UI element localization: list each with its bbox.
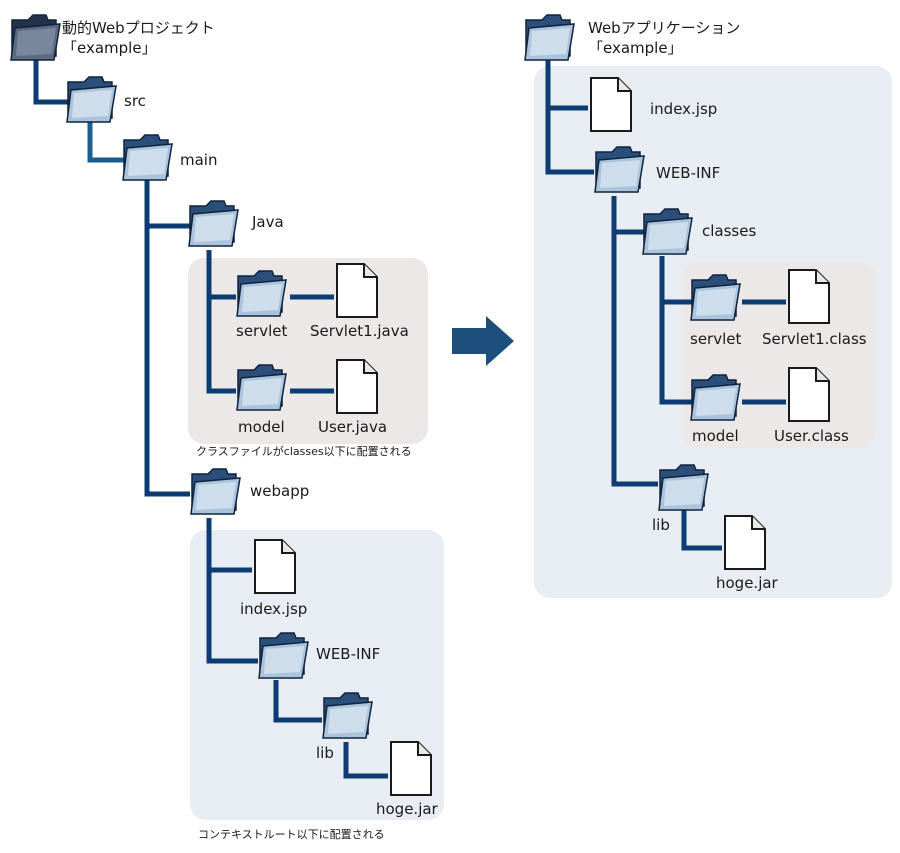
folder-label-lib-right: lib — [652, 516, 670, 534]
connector-lib-jar — [343, 742, 388, 779]
connector-right-root-webinf — [545, 108, 594, 175]
folder-label-model-right: model — [692, 427, 739, 445]
file-label-servlet1-class: Servlet1.class — [762, 330, 867, 348]
folder-icon — [658, 464, 709, 511]
file-label-hoge-jar: hoge.jar — [376, 800, 438, 818]
file-label-index-jsp-right: index.jsp — [650, 100, 718, 118]
folder-label-servlet: servlet — [236, 322, 288, 340]
arrow-right-icon — [452, 316, 514, 366]
connector-right-lib-jar — [681, 508, 722, 551]
file-icon — [336, 263, 378, 318]
file-label-user-java: User.java — [318, 418, 388, 436]
connector-webapp-index — [206, 518, 252, 573]
connector-right-root-index — [545, 60, 588, 111]
folder-icon — [236, 270, 287, 317]
right-root-subtitle-text: 「example」 — [588, 39, 683, 57]
file-icon — [788, 367, 830, 422]
folder-icon — [236, 364, 287, 411]
left-root-subtitle-text: 「example」 — [62, 39, 157, 57]
folder-label-src: src — [124, 92, 146, 110]
file-icon — [590, 77, 632, 132]
folder-icon — [524, 14, 575, 61]
right-root-title-text: Webアプリケーション — [588, 19, 741, 37]
folder-icon — [122, 134, 173, 181]
folder-label-main: main — [180, 151, 218, 169]
connector-java-model — [206, 297, 236, 394]
file-icon — [336, 359, 378, 414]
file-icon — [788, 269, 830, 324]
left-root-title-text: 動的Webプロジェクト — [62, 19, 215, 37]
caption-classes: クラスファイルがclasses以下に配置される — [196, 445, 412, 458]
folder-label-model: model — [238, 418, 285, 436]
connector-root-src — [33, 60, 70, 105]
folder-icon — [642, 208, 693, 255]
folder-icon — [10, 14, 61, 61]
connector-src-main — [87, 114, 124, 163]
file-label-index-jsp: index.jsp — [240, 600, 308, 618]
connector-right-webinf-lib — [611, 232, 658, 487]
file-label-user-class: User.class — [774, 427, 849, 445]
connector-webapp-webinf — [206, 570, 258, 664]
file-label-hoge-jar-right: hoge.jar — [716, 574, 778, 592]
file-icon — [390, 741, 432, 796]
file-icon — [724, 515, 766, 570]
folder-label-web-inf-right: WEB-INF — [656, 164, 721, 182]
folder-label-java: Java — [252, 213, 284, 231]
connector-webinf-lib — [273, 680, 322, 723]
connector-java-servlet — [206, 250, 236, 300]
folder-icon — [66, 76, 117, 123]
folder-label-lib: lib — [316, 744, 334, 762]
right-root-title: Webアプリケーション 「example」 — [588, 18, 740, 58]
folder-label-webapp: webapp — [250, 482, 310, 500]
folder-icon — [190, 468, 241, 515]
folder-icon — [690, 274, 741, 321]
caption-context-root: コンテキストルート以下に配置される — [198, 828, 385, 841]
connector-main-webapp — [144, 226, 190, 497]
folder-icon — [188, 200, 239, 247]
folder-icon — [258, 632, 309, 679]
folder-icon — [690, 374, 741, 421]
left-root-title: 動的Webプロジェクト 「example」 — [62, 18, 215, 58]
folder-label-web-inf: WEB-INF — [316, 645, 381, 663]
classes-panel-left — [188, 258, 428, 444]
folder-label-servlet-right: servlet — [690, 330, 742, 348]
file-label-servlet1-java: Servlet1.java — [310, 322, 409, 340]
folder-icon — [594, 146, 645, 193]
folder-icon — [322, 692, 373, 739]
connector-right-classes-model — [659, 302, 692, 405]
folder-label-classes-right: classes — [702, 222, 757, 240]
file-icon — [254, 539, 296, 594]
